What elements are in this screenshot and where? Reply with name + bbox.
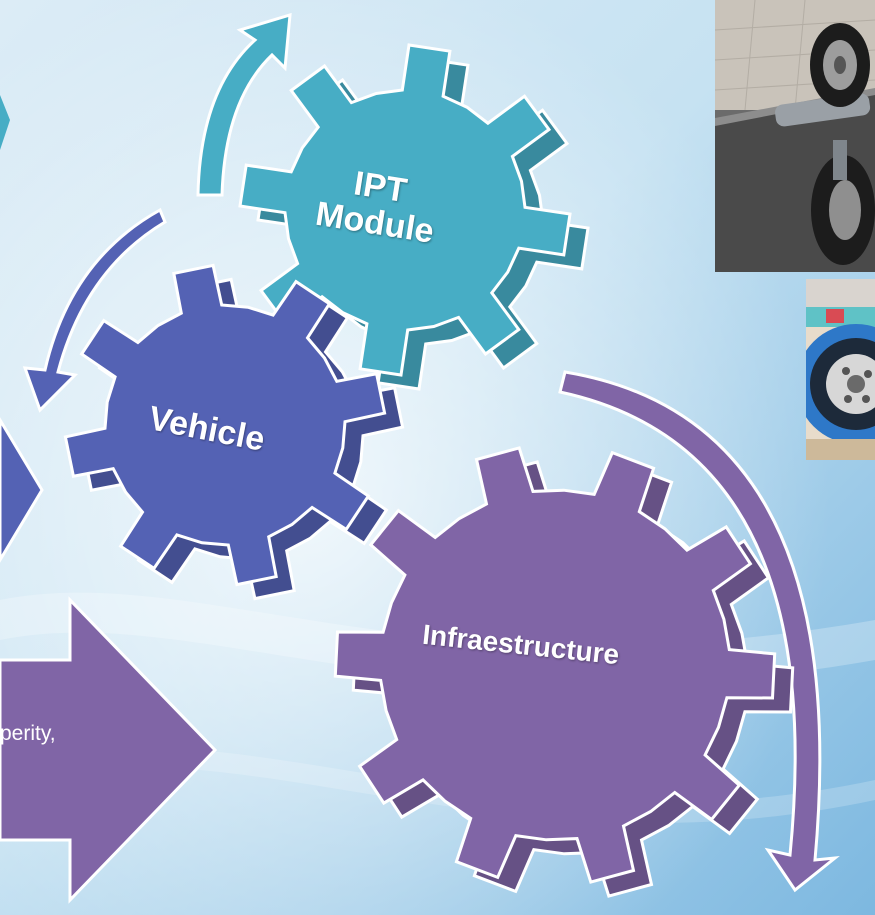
partial-blue-arrow (0, 417, 44, 563)
ipt-module-gear (238, 43, 590, 391)
vehicle-gear (63, 263, 405, 601)
teal-cycle-arrow (196, 12, 292, 197)
vehicle-chassis-photo (715, 0, 875, 272)
purple-cycle-arrow (558, 370, 840, 893)
arrow-partial-text: perity, (0, 722, 56, 745)
infrastructure-gear-face (333, 446, 777, 884)
infrastructure-gear (333, 446, 795, 898)
wheel-coil-photo (806, 279, 875, 460)
purple-block-arrow (0, 596, 218, 904)
partial-teal-arrow (0, 95, 10, 150)
blue-cycle-arrow (22, 207, 167, 413)
vehicle-gear-face (63, 263, 387, 587)
ipt-module-gear-face (238, 43, 572, 377)
